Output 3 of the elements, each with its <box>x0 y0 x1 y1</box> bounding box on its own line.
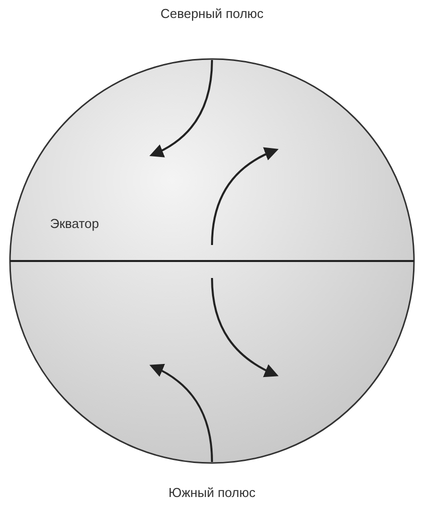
place-label: Северный полюс <box>160 6 264 21</box>
place-label: Южный полюс <box>168 485 256 500</box>
place-label: Экватор <box>50 216 100 231</box>
